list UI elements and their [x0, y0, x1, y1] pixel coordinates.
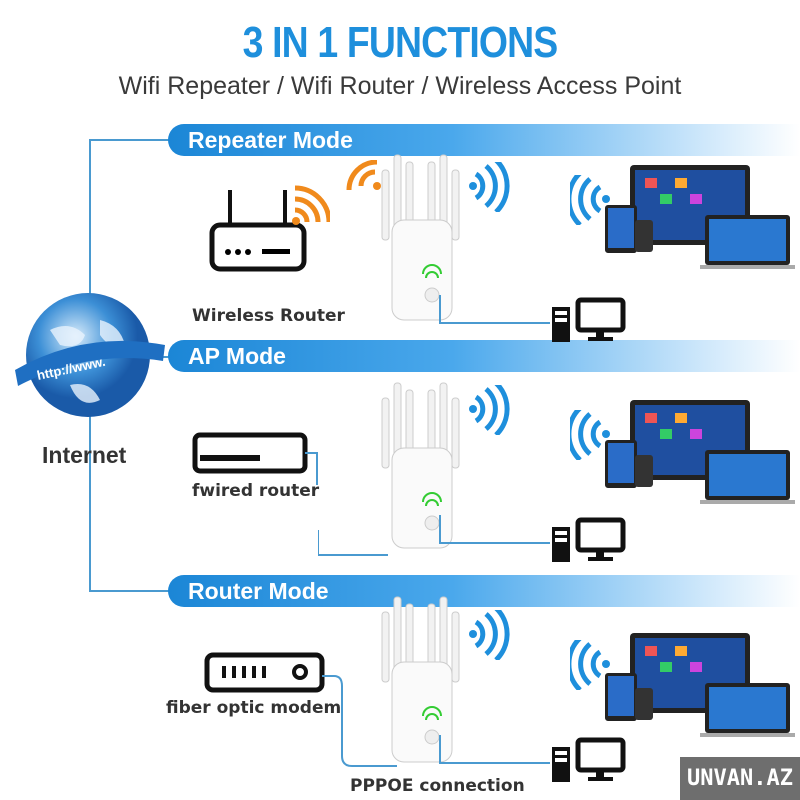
wifi-signal-icon [469, 385, 510, 435]
wireless-router-label: Wireless Router [192, 306, 345, 326]
repeater-mode-banner: Repeater Mode [168, 124, 800, 156]
repeater-device [381, 596, 460, 763]
wired-router-icon [192, 432, 318, 485]
repeater-device [381, 382, 460, 549]
ethernet-cable [333, 675, 397, 767]
wifi-signal-icon [570, 175, 610, 225]
wifi-signal-icon [570, 410, 610, 460]
fiber-modem-label: fiber optic modem [166, 698, 342, 718]
ap-mode-banner: AP Mode [168, 340, 800, 372]
fiber-modem-icon [204, 652, 334, 693]
connector-line [89, 139, 169, 141]
internet-label: Internet [42, 442, 127, 468]
pc-icon [439, 295, 626, 342]
client-devices-icon [605, 165, 795, 269]
globe-icon: http://www. [15, 293, 165, 417]
wifi-signal-icon [469, 610, 510, 660]
pc-icon [439, 515, 626, 562]
repeater-device [381, 154, 460, 321]
subtitle: Wifi Repeater / Wifi Router / Wireless A… [118, 72, 682, 100]
client-devices-icon [605, 633, 795, 737]
watermark: UNVAN.AZ [680, 757, 800, 800]
wireless-router-icon [209, 190, 307, 272]
pc-icon [439, 735, 626, 782]
wifi-signal-icon [346, 160, 381, 191]
wifi-signal-icon [469, 162, 510, 212]
page-title: 3 IN 1 FUNCTIONS [242, 18, 559, 67]
pppoe-connection-label: PPPOE connection [350, 776, 525, 796]
connector-line [89, 590, 169, 592]
router-mode-banner: Router Mode [168, 575, 800, 607]
client-devices-icon [605, 400, 795, 504]
wifi-signal-icon [292, 185, 330, 225]
ethernet-cable [318, 530, 388, 556]
wifi-signal-icon [570, 640, 610, 690]
wired-router-label: fwired router [192, 481, 320, 501]
